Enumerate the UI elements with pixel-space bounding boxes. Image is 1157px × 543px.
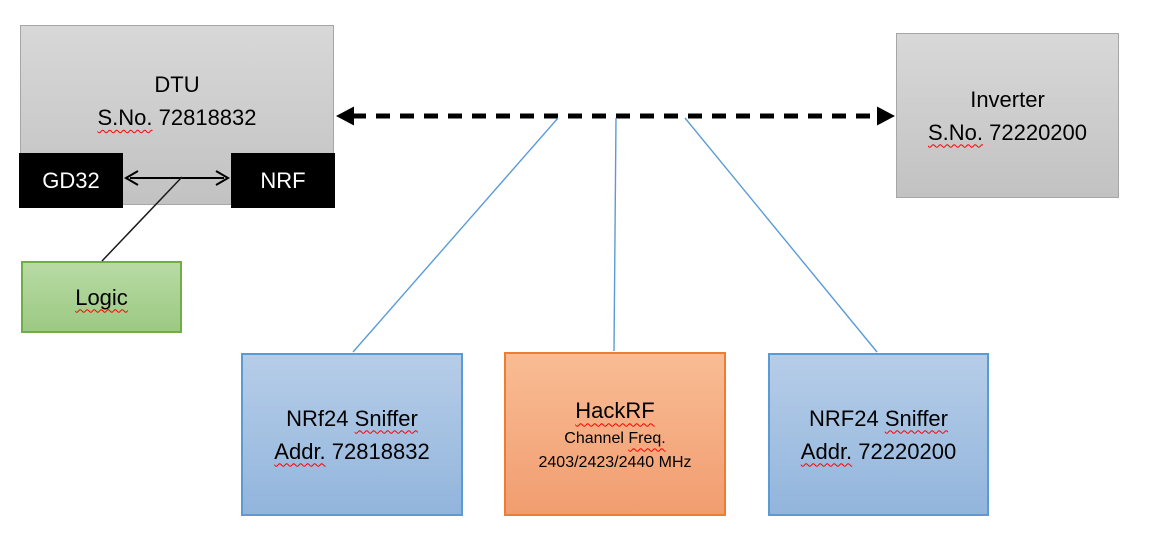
- gd32-chip-node: GD32: [19, 153, 123, 208]
- inverter-serial-number: 72220200: [989, 119, 1088, 145]
- logic-analyzer-node: Logic: [21, 261, 182, 333]
- sniffer-right-node: NRF24 Sniffer Addr. 72220200: [768, 353, 989, 516]
- sniffer-left-addr: Addr. 72818832: [274, 435, 429, 468]
- sniffer-left-addr-number: 72818832: [331, 438, 430, 464]
- sniffer-right-name-prefix: NRF24: [809, 405, 879, 431]
- inverter-serial-label: S.No.: [927, 119, 983, 145]
- sniffer-right-addr: Addr. 72220200: [801, 435, 956, 468]
- gd32-label: GD32: [42, 168, 100, 193]
- sniffer-left-name: NRf24 Sniffer: [286, 402, 418, 435]
- hackrf-connector-line: [613, 117, 617, 352]
- dtu-serial: S.No. 72818832: [97, 101, 256, 134]
- inverter-title: Inverter: [970, 86, 1045, 112]
- inverter-serial: S.No. 72220200: [928, 116, 1087, 149]
- dtu-title: DTU: [154, 72, 200, 97]
- dtu-serial-label: S.No.: [97, 105, 153, 130]
- sniffer-right-name-word: Sniffer: [884, 405, 948, 431]
- sniffer-right-addr-number: 72220200: [858, 438, 957, 464]
- hackrf-freq-label-word1: Channel: [564, 430, 624, 448]
- sniffer-left-name-word: Sniffer: [354, 405, 418, 431]
- sniffer-left-addr-label: Addr.: [274, 438, 326, 464]
- sniffer-right-addr-label: Addr.: [800, 438, 853, 464]
- arrowhead-left: [336, 106, 354, 126]
- arrowhead-right: [877, 106, 895, 126]
- dtu-inverter-dashed-arrow: [336, 106, 895, 126]
- inverter-node: Inverter S.No. 72220200: [896, 33, 1119, 198]
- dtu-serial-number: 72818832: [158, 105, 257, 130]
- hackrf-title: HackRF: [575, 398, 655, 424]
- nrf-label: NRF: [260, 168, 306, 193]
- sniffer-right-connector-line: [684, 117, 878, 353]
- logic-label: Logic: [75, 284, 128, 310]
- sniffer-left-name-prefix: NRf24: [286, 405, 349, 431]
- hackrf-node: HackRF Channel Freq. 2403/2423/2440 MHz: [504, 352, 726, 516]
- sniffer-right-name: NRF24 Sniffer: [809, 402, 948, 435]
- sniffer-left-connector-line: [352, 117, 559, 353]
- sniffer-left-node: NRf24 Sniffer Addr. 72818832: [241, 353, 463, 516]
- nrf-chip-node: NRF: [231, 153, 335, 208]
- hackrf-freq-label: Channel Freq.: [564, 427, 665, 450]
- hackrf-freq-label-word2: Freq.: [628, 430, 666, 448]
- hackrf-frequencies: 2403/2423/2440 MHz: [538, 453, 692, 471]
